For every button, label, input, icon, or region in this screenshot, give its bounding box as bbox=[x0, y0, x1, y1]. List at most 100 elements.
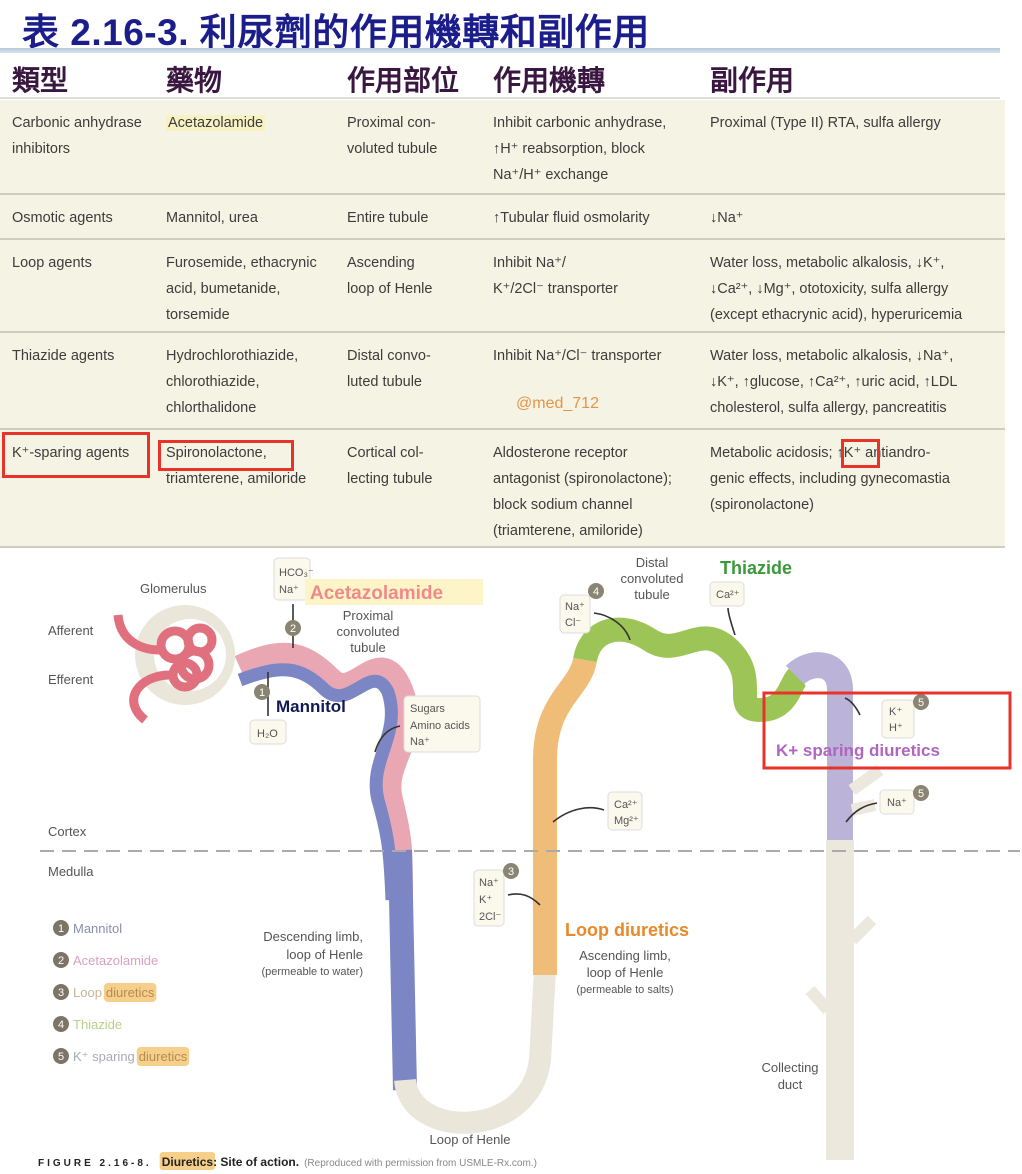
caption-title: : Site of action. bbox=[213, 1155, 299, 1169]
legend-label: Thiazide bbox=[73, 1017, 122, 1032]
ion-ca: Ca²⁺ bbox=[614, 799, 638, 811]
cell-site: Proximal con-voluted tubule bbox=[347, 110, 437, 162]
cell-line: ↑H⁺ reabsorption, block bbox=[493, 141, 645, 157]
cell-line: Cortical col- bbox=[347, 445, 424, 461]
label-loop-of-henle: Loop of Henle bbox=[430, 1132, 511, 1147]
cell-mechanism: Inhibit Na⁺/K⁺/2Cl⁻ transporter bbox=[493, 250, 618, 302]
cell-line: ↓Ca²⁺, ↓Mg⁺, ototoxicity, sulfa allergy bbox=[710, 281, 949, 297]
box-sugars bbox=[403, 695, 481, 753]
cell-line: (except ethacrynic acid), hyperuricemia bbox=[710, 307, 963, 323]
legend-label: Acetazolamide bbox=[73, 953, 158, 968]
dct-line-2: convoluted bbox=[621, 571, 684, 586]
cell-line: genic effects, including gynecomastia bbox=[710, 471, 950, 487]
marker-4: 4 bbox=[593, 586, 599, 598]
box-kh bbox=[881, 699, 915, 739]
cell-line: K⁺-sparing agents bbox=[12, 445, 130, 461]
cell-line: Inhibit Na⁺/Cl⁻ transporter bbox=[493, 348, 662, 364]
descending-line-3: (permeable to water) bbox=[262, 966, 364, 978]
cell-line: block sodium channel bbox=[493, 497, 633, 513]
dct-line-3: tubule bbox=[634, 587, 669, 602]
cell-line: K⁺/2Cl⁻ transporter bbox=[493, 281, 618, 297]
dct-line-1: Distal bbox=[636, 555, 669, 570]
cell-line: Loop agents bbox=[12, 255, 92, 271]
ion-2cl-loop: 2Cl⁻ bbox=[479, 911, 502, 923]
cell-line: Distal convo- bbox=[347, 348, 431, 364]
marker-1: 1 bbox=[259, 687, 265, 699]
cell-line: acid, bumetanide, bbox=[166, 281, 281, 297]
title-divider bbox=[0, 48, 1000, 53]
ion-na: Na⁺ bbox=[279, 584, 299, 596]
highlight-box-k-sparing-diagram bbox=[762, 691, 1012, 770]
cell-line: Thiazide agents bbox=[12, 348, 115, 364]
label-afferent: Afferent bbox=[48, 623, 94, 638]
header-site: 作用部位 bbox=[347, 65, 460, 96]
caption-label: FIGURE 2.16-8. bbox=[38, 1158, 152, 1169]
cell-mechanism: ↑Tubular fluid osmolarity bbox=[493, 205, 650, 231]
box-camg bbox=[607, 791, 643, 831]
cell-type: Loop agents bbox=[12, 250, 92, 276]
marker-5b: 5 bbox=[918, 788, 924, 800]
page-title: 表 2.16-3. 利尿劑的作用機轉和副作用 bbox=[22, 12, 650, 53]
cell-site: Distal convo-luted tubule bbox=[347, 343, 431, 395]
cell-line: antagonist (spironolactone); bbox=[493, 471, 672, 487]
legend-item: Thiazide bbox=[73, 1017, 122, 1032]
cell-type: Osmotic agents bbox=[12, 205, 113, 231]
ascending-line-1: Ascending limb, bbox=[579, 948, 671, 963]
cell-line: torsemide bbox=[166, 307, 230, 323]
legend-label: Loop bbox=[73, 985, 102, 1000]
cell-mechanism: Inhibit carbonic anhydrase, ↑H⁺ reabsorpt… bbox=[493, 110, 666, 188]
legend-label-highlighted: diuretics bbox=[139, 1049, 188, 1064]
thick-ascending-limb bbox=[533, 657, 597, 975]
ascending-line-3: (permeable to salts) bbox=[576, 984, 673, 996]
box-ca bbox=[709, 581, 745, 607]
cell-line: cholesterol, sulfa allergy, pancreatitis bbox=[710, 400, 947, 416]
highlight-box-spironolactone bbox=[158, 440, 294, 471]
ion-k-loop: K⁺ bbox=[479, 894, 492, 906]
cell-line: (spironolactone) bbox=[710, 497, 814, 513]
legend-label: K⁺ sparing bbox=[73, 1049, 135, 1064]
proximal-tubule-inner bbox=[237, 663, 399, 901]
legend-highlight bbox=[136, 1047, 190, 1066]
cell-line: Inhibit carbonic anhydrase, bbox=[493, 115, 667, 131]
collecting-tubule bbox=[785, 652, 853, 850]
legend-marker bbox=[53, 1016, 69, 1032]
cell-line: voluted tubule bbox=[347, 141, 438, 157]
legend-label-highlighted: diuretics bbox=[106, 985, 155, 1000]
cell-drugs: Spironolactone,triamterene, amiloride bbox=[166, 440, 306, 492]
legend-marker bbox=[53, 952, 69, 968]
cell-line: Ascending bbox=[347, 255, 415, 271]
cell-line: ↓K⁺, ↑glucose, ↑Ca²⁺, ↑uric acid, ↑LDL bbox=[710, 374, 958, 390]
table-row: K⁺-sparing agents Spironolactone,triamter… bbox=[0, 430, 1005, 548]
sugars-line-1: Sugars bbox=[410, 703, 445, 715]
cell-line: Entire tubule bbox=[347, 210, 429, 226]
legend-number: 3 bbox=[58, 987, 64, 999]
sugars-line-2: Amino acids bbox=[410, 720, 470, 732]
legend-number: 5 bbox=[58, 1051, 64, 1063]
ion-na-loop: Na⁺ bbox=[479, 877, 499, 889]
cell-line: Carbonic anhydrase bbox=[12, 115, 142, 131]
descending-line-2: loop of Henle bbox=[286, 947, 363, 962]
legend-item: Mannitol bbox=[73, 921, 122, 936]
cell-line: (triamterene, amiloride) bbox=[493, 523, 643, 539]
header-type: 類型 bbox=[12, 65, 69, 96]
label-k-sparing: K+ sparing diuretics bbox=[776, 741, 940, 760]
cell-drugs: Acetazolamide bbox=[166, 110, 266, 136]
cell-line: ↓Na⁺ bbox=[710, 210, 744, 226]
cell-mechanism: Inhibit Na⁺/Cl⁻ transporter bbox=[493, 343, 661, 369]
ion-h2o: H₂O bbox=[257, 728, 278, 740]
box-nacl bbox=[559, 594, 591, 634]
legend-marker bbox=[53, 1048, 69, 1064]
box-nak2cl bbox=[473, 869, 505, 927]
label-cortex: Cortex bbox=[48, 824, 87, 839]
pct-line-2: convoluted bbox=[337, 624, 400, 639]
cell-line: Proximal con- bbox=[347, 115, 436, 131]
cell-effects: ↓Na⁺ bbox=[710, 205, 743, 231]
cell-drugs: Hydrochlorothiazide,chlorothiazide,chlor… bbox=[166, 343, 298, 421]
caption-diuretics: Diuretics bbox=[162, 1155, 214, 1169]
